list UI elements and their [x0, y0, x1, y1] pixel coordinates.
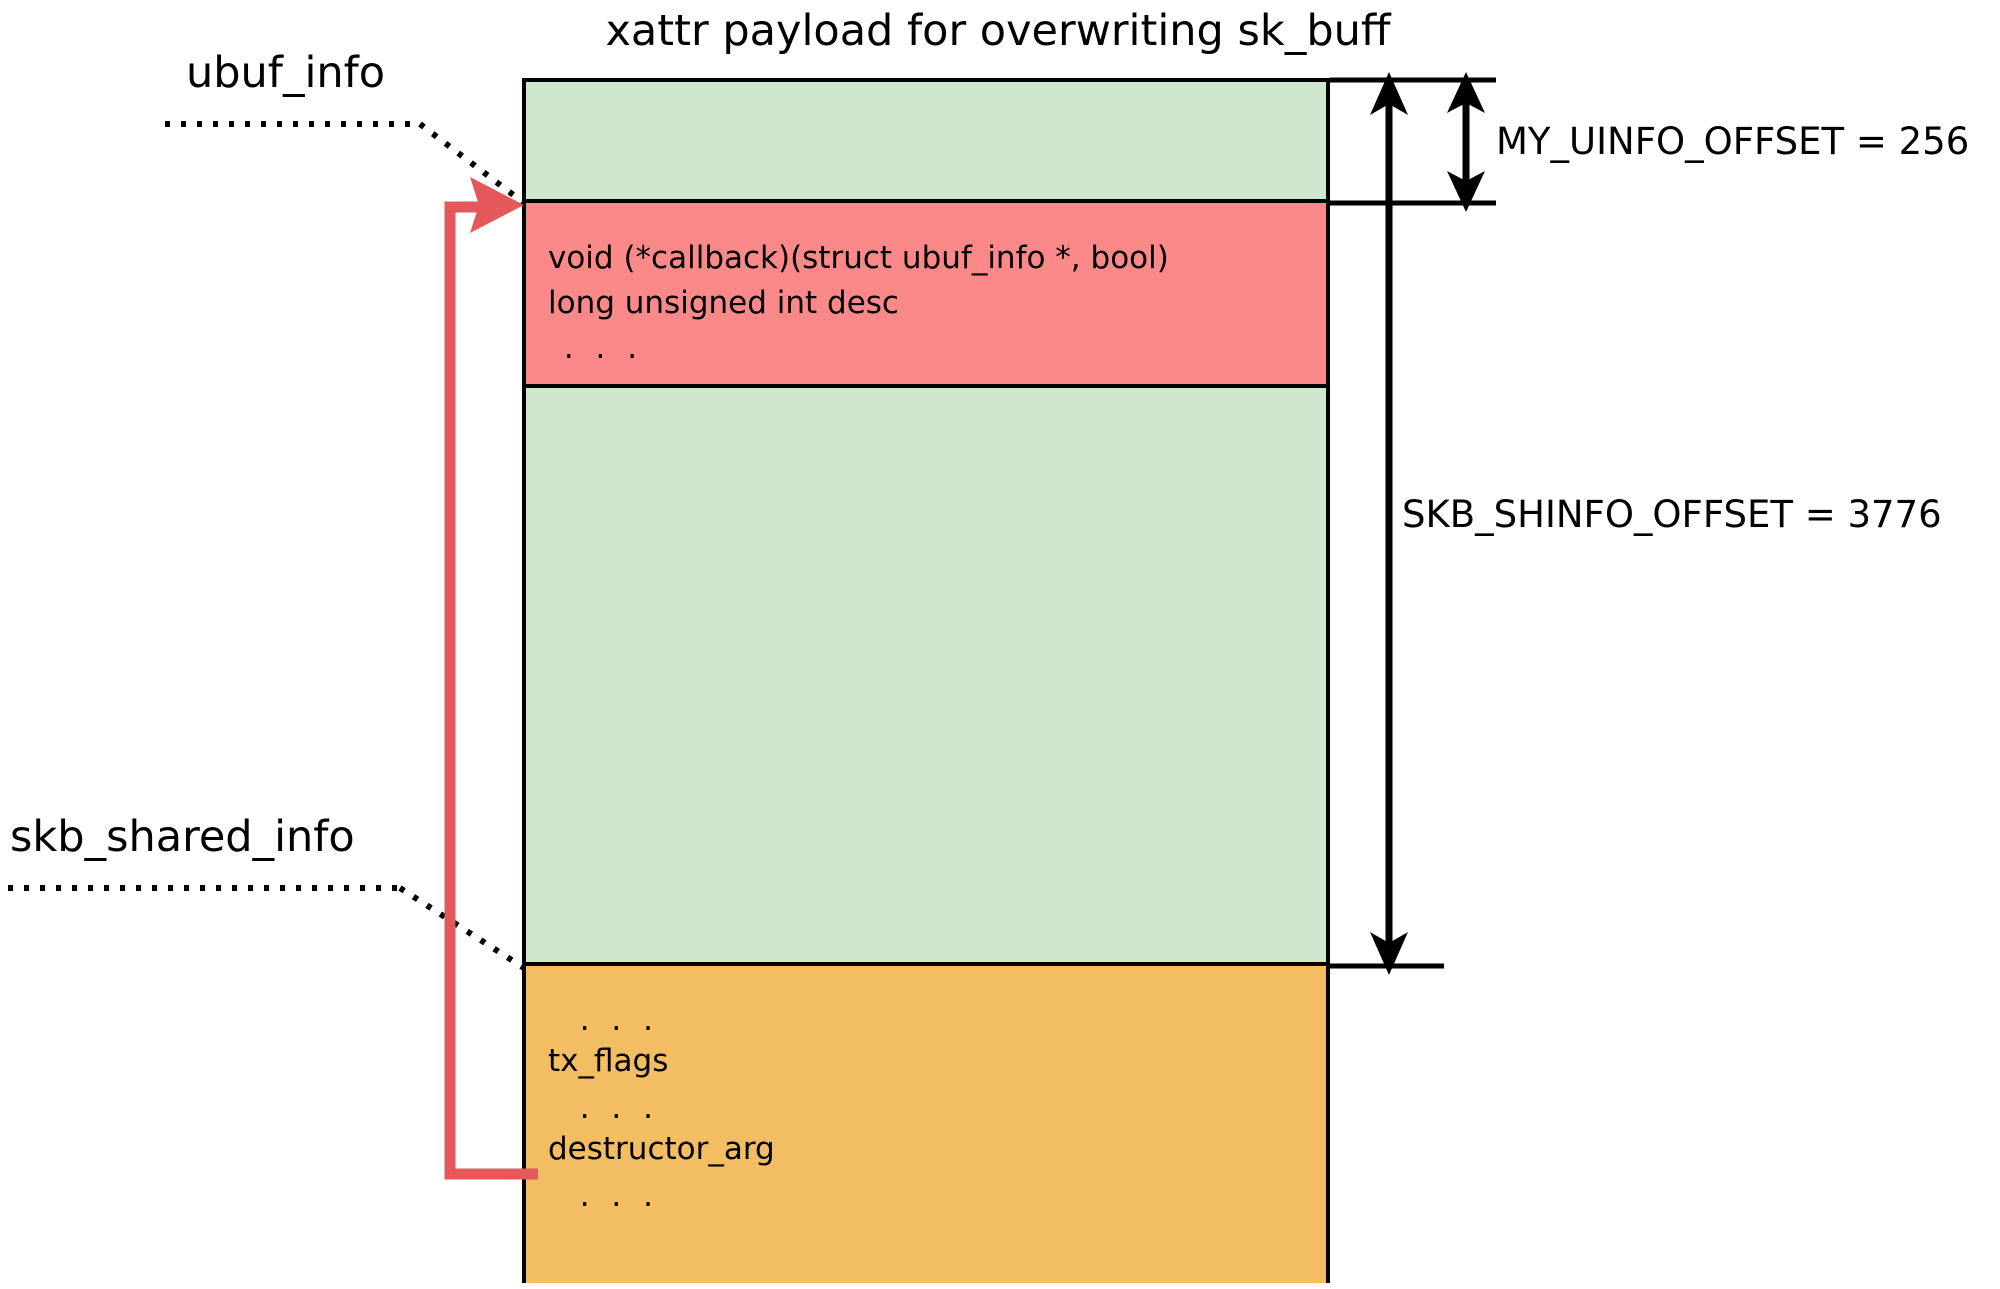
- field-ellipsis-shinfo-bottom: . . .: [548, 1178, 659, 1214]
- field-callback: void (*callback)(struct ubuf_info *, boo…: [548, 240, 1169, 276]
- field-ellipsis-shinfo-mid: . . .: [548, 1090, 659, 1126]
- segment-green-filler-mid: [526, 388, 1326, 966]
- leader-ubuf-info: [165, 121, 526, 206]
- label-skb-shinfo-offset: SKB_SHINFO_OFFSET = 3776: [1402, 493, 1942, 536]
- segment-ubuf-info-struct: void (*callback)(struct ubuf_info *, boo…: [526, 203, 1326, 388]
- segment-skb-shared-info-struct: . . . tx_flags . . . destructor_arg . . …: [526, 966, 1326, 1283]
- page-title: xattr payload for overwriting sk_buff: [0, 6, 2000, 56]
- label-my-uinfo-offset: MY_UINFO_OFFSET = 256: [1496, 120, 1970, 163]
- segment-green-filler-top: [526, 82, 1326, 203]
- field-tx-flags: tx_flags: [548, 1043, 669, 1079]
- measure-arrow-my-uinfo-offset: [1447, 72, 1485, 212]
- field-destructor-arg: destructor_arg: [548, 1131, 775, 1167]
- pointer-arrowhead: [470, 177, 524, 233]
- page-title-text: xattr payload for overwriting sk_buff: [605, 6, 1391, 56]
- callout-ubuf-info: ubuf_info: [186, 48, 386, 98]
- callout-skb-shared-info: skb_shared_info: [10, 812, 355, 862]
- leader-skb-shared-info: [8, 885, 526, 971]
- field-ellipsis-shinfo-top: . . .: [548, 1002, 659, 1038]
- field-ellipsis-ubuf: . . .: [548, 330, 644, 366]
- xattr-payload-box: void (*callback)(struct ubuf_info *, boo…: [522, 78, 1330, 1283]
- field-desc: long unsigned int desc: [548, 285, 899, 321]
